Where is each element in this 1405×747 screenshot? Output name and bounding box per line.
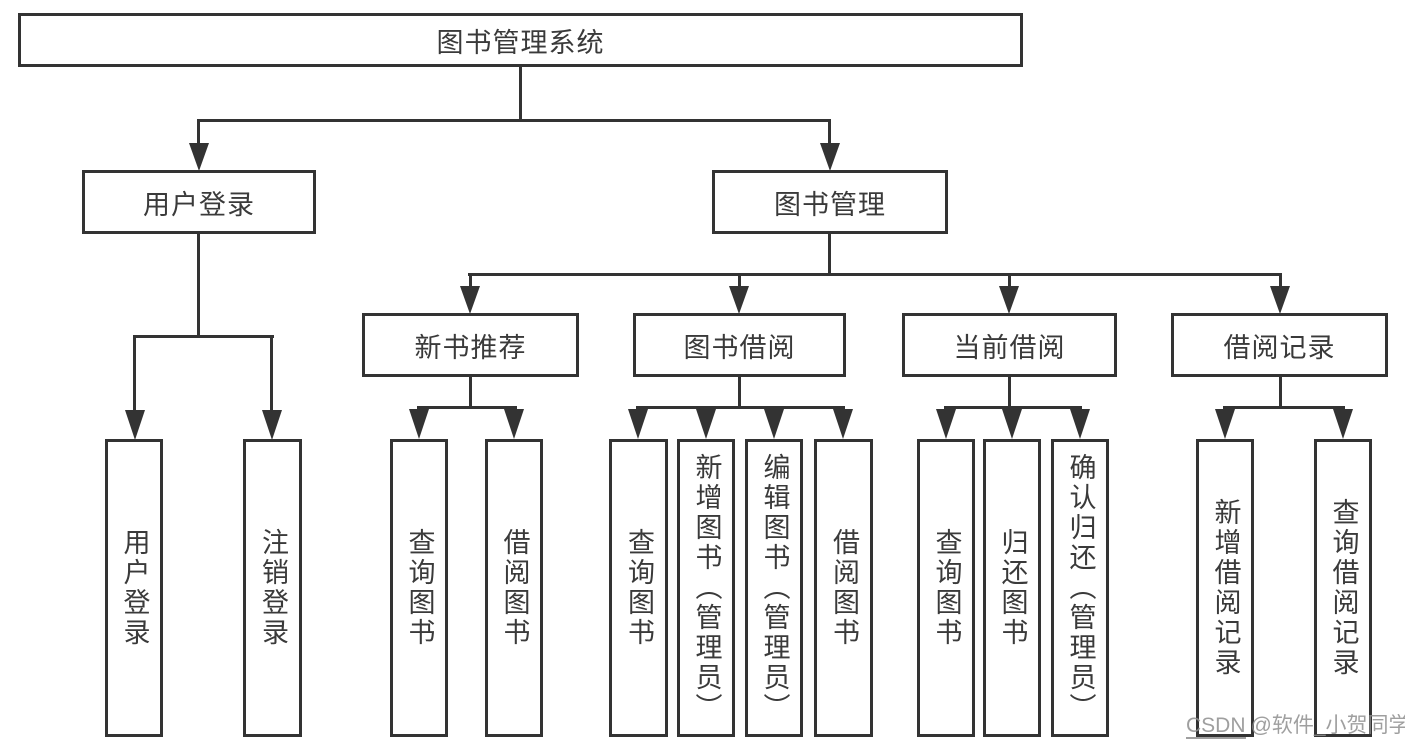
connector-group-rail (636, 406, 845, 409)
connector-group-stem (738, 377, 741, 408)
arrow-down-icon (833, 409, 853, 439)
connector-drop-group (1008, 274, 1011, 288)
connector-group-stem (1008, 377, 1011, 408)
arrow-down-icon (125, 410, 145, 440)
connector-book-mgmt-stem (828, 233, 831, 276)
connector-user-login-stem (197, 233, 200, 338)
leaf-add-book-admin: 新增图书（管理员） (677, 439, 735, 737)
arrow-down-icon (460, 286, 480, 314)
arrow-down-icon (820, 143, 840, 171)
connector-group-rail (944, 406, 1082, 409)
leaf-label: 查询图书 (931, 528, 962, 648)
node-user-login: 用户登录 (82, 170, 316, 234)
connector-root-stem (519, 67, 522, 122)
leaf-borrow-books: 借阅图书 (814, 439, 873, 737)
watermark: CSDN@软件_小贺同学 (1186, 709, 1405, 739)
arrow-down-icon (729, 286, 749, 314)
watermark-handle: @软件_小贺同学 (1250, 714, 1405, 737)
arrow-down-icon (504, 409, 524, 439)
leaf-label: 借阅图书 (829, 528, 859, 648)
node-current-borrow: 当前借阅 (902, 313, 1117, 377)
arrow-down-icon (628, 409, 648, 439)
leaf-label: 用户登录 (119, 528, 150, 648)
arrow-down-icon (764, 409, 784, 439)
connector-drop-book-mgmt (828, 120, 831, 146)
leaf-add-borrow-record: 新增借阅记录 (1196, 439, 1254, 737)
arrow-down-icon (1002, 409, 1022, 439)
connector-drop-user-login (197, 120, 200, 146)
leaf-label: 注销登录 (258, 528, 288, 648)
leaf-label: 编辑图书（管理员） (759, 453, 790, 723)
leaf-label: 新增图书（管理员） (691, 453, 722, 723)
arrow-down-icon (262, 410, 282, 440)
node-borrow-records: 借阅记录 (1171, 313, 1388, 377)
leaf-confirm-return-admin: 确认归还（管理员） (1051, 439, 1109, 737)
connector-user-login-rail (133, 335, 274, 338)
arrow-down-icon (1070, 409, 1090, 439)
leaf-label: 查询图书 (624, 528, 654, 648)
connector-drop-group (469, 274, 472, 288)
connector-drop-group (1279, 274, 1282, 288)
leaf-borrow-books-recommend: 借阅图书 (485, 439, 543, 737)
leaf-query-books-borrow: 查询图书 (609, 439, 668, 737)
leaf-label: 借阅图书 (499, 528, 530, 648)
connector-drop-leaf (133, 336, 136, 414)
leaf-query-books-recommend: 查询图书 (390, 439, 448, 737)
leaf-edit-book-admin: 编辑图书（管理员） (745, 439, 803, 737)
connector-group-rail (417, 406, 517, 409)
leaf-query-borrow-record: 查询借阅记录 (1314, 439, 1372, 737)
connector-group-stem (469, 377, 472, 408)
watermark-brand: CSDN (1186, 714, 1246, 739)
connector-drop-group (738, 274, 741, 288)
leaf-return-book: 归还图书 (983, 439, 1041, 737)
arrow-down-icon (1270, 286, 1290, 314)
leaf-label: 查询图书 (404, 528, 435, 648)
leaf-label: 确认归还（管理员） (1065, 453, 1096, 723)
leaf-label: 查询借阅记录 (1328, 498, 1359, 678)
connector-level1-rail (197, 119, 831, 122)
arrow-down-icon (1333, 409, 1353, 439)
arrow-down-icon (999, 286, 1019, 314)
arrow-down-icon (189, 143, 209, 171)
leaf-label: 新增借阅记录 (1210, 498, 1241, 678)
node-new-book-recommend: 新书推荐 (362, 313, 579, 377)
arrow-down-icon (936, 409, 956, 439)
leaf-query-books-current: 查询图书 (917, 439, 975, 737)
arrow-down-icon (409, 409, 429, 439)
leaf-logout: 注销登录 (243, 439, 302, 737)
node-book-borrow: 图书借阅 (633, 313, 846, 377)
connector-group-stem (1279, 377, 1282, 408)
arrow-down-icon (696, 409, 716, 439)
leaf-user-login: 用户登录 (105, 439, 163, 737)
connector-drop-leaf (270, 336, 273, 414)
leaf-label: 归还图书 (997, 528, 1028, 648)
arrow-down-icon (1215, 409, 1235, 439)
connector-level2-rail (468, 273, 1282, 276)
node-root: 图书管理系统 (18, 13, 1023, 67)
node-book-mgmt: 图书管理 (712, 170, 948, 234)
connector-group-rail (1223, 406, 1345, 409)
